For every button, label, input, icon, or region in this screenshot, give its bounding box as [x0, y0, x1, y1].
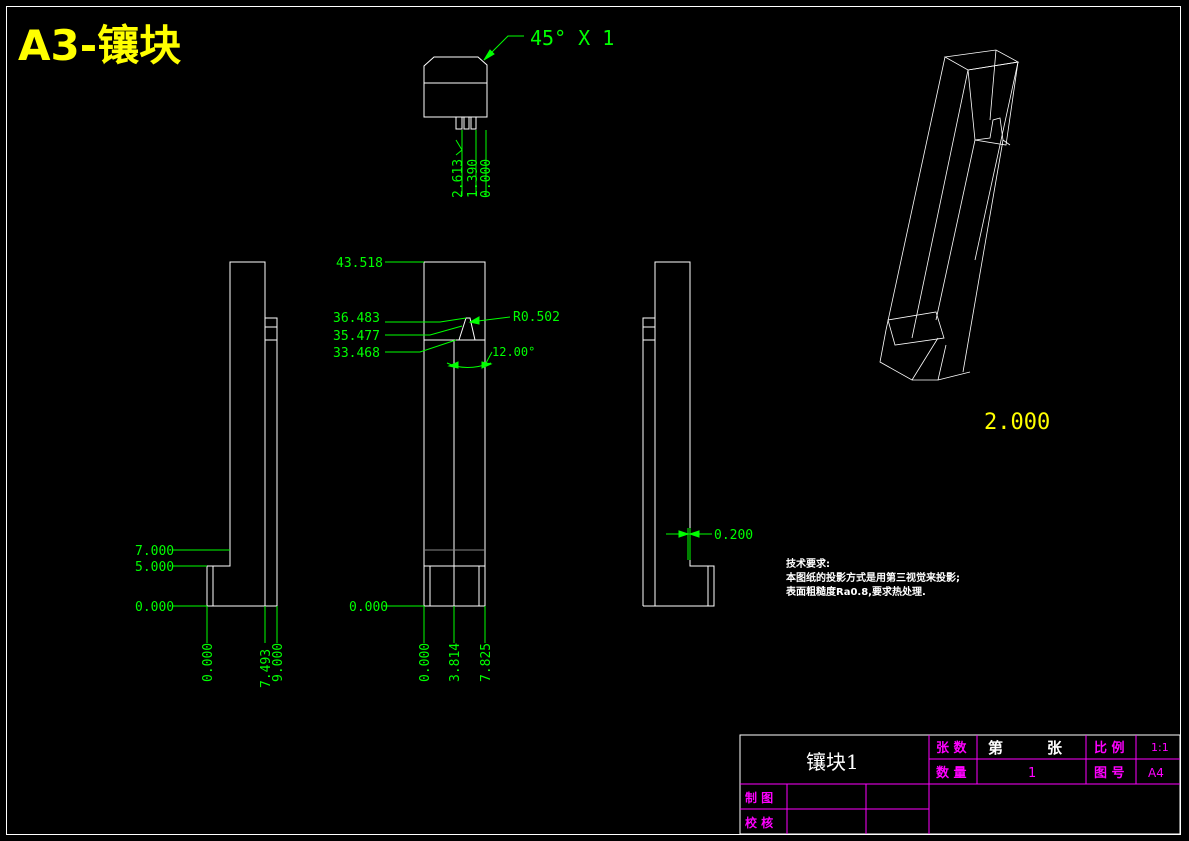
- left-dim-y-2: 5.000: [135, 560, 174, 575]
- tb-qty-value: 1: [1028, 766, 1036, 781]
- left-dim-y-3: 0.000: [135, 600, 174, 615]
- tb-drawing-no-label: 图 号: [1094, 766, 1125, 781]
- front-dim-x-1: 0.000: [418, 643, 433, 682]
- front-view-dimensions: [385, 261, 511, 643]
- iso-foot-edge-2: [911, 337, 939, 381]
- tb-scale-value: 1:1: [1151, 741, 1169, 754]
- tb-sheets-label: 张 数: [936, 740, 968, 756]
- front-dim-ext-33: [385, 339, 457, 353]
- top-view-outline: [423, 56, 488, 118]
- title-block: [739, 734, 1181, 835]
- top-dim-2: 1.390: [466, 159, 481, 198]
- front-dim-y-1: 43.518: [336, 256, 383, 271]
- front-dim-ext-35: [385, 325, 463, 336]
- iso-ridge: [974, 117, 1011, 146]
- top-dim-3: 0.000: [479, 159, 494, 198]
- left-view: [206, 261, 278, 607]
- iso-edge-1: [885, 56, 946, 331]
- chamfer-arrow: [483, 49, 495, 61]
- left-dim-x-3: 9.000: [271, 643, 286, 682]
- left-view-notch: [264, 317, 278, 341]
- tb-scale-label: 比 例: [1094, 740, 1125, 756]
- tb-drawn-label: 制 图: [745, 790, 773, 805]
- front-view-tip: [458, 317, 476, 341]
- iso-scale-label: 2.000: [984, 410, 1050, 435]
- left-dim-x-2: 7.493: [259, 649, 274, 688]
- tb-sheet-no-suffix: 张: [1047, 739, 1063, 757]
- left-view-outline: [206, 261, 266, 607]
- tb-part-name: 镶块1: [806, 750, 859, 774]
- right-view-dimensions: [666, 528, 712, 560]
- iso-edge-3: [974, 61, 1019, 261]
- iso-edge-2: [911, 69, 969, 339]
- tb-qty-label: 数 量: [936, 765, 967, 781]
- front-dim-x-3: 7.825: [479, 643, 494, 682]
- iso-edge-4: [989, 49, 997, 121]
- iso-foot: [887, 311, 945, 346]
- drawing-border: [6, 6, 1181, 835]
- left-view-dimensions: [172, 549, 278, 643]
- front-dim-y-2: 36.483: [333, 311, 380, 326]
- page-title: A3-镶块: [18, 21, 181, 70]
- notes-line-1: 本图纸的投影方式是用第三视觉来投影;: [786, 571, 960, 584]
- top-dim-leader: [455, 139, 463, 156]
- iso-foot-bottom: [879, 329, 947, 381]
- iso-ridge-edge: [962, 139, 1004, 373]
- left-dim-y-1: 7.000: [135, 544, 174, 559]
- iso-top-face: [943, 49, 1020, 71]
- radius-arrow: [468, 316, 480, 325]
- angle-arrow-left: [447, 361, 459, 369]
- tb-drawing-no-value: A4: [1148, 766, 1164, 780]
- isometric-view: [879, 49, 1020, 381]
- top-view-pin-2: [463, 116, 470, 130]
- top-view-pin-1: [455, 116, 463, 130]
- top-dim-1: 2.613: [451, 159, 466, 198]
- left-dim-x-1: 0.000: [201, 643, 216, 682]
- right-dim-arrow-2: [688, 530, 700, 538]
- iso-foot-edge: [937, 371, 971, 381]
- tb-checked-label: 校 核: [745, 815, 773, 830]
- top-view-pin-3: [470, 116, 477, 130]
- front-dim-x-2: 3.814: [448, 643, 463, 682]
- right-view: [642, 261, 715, 607]
- front-dim-y-5: 0.000: [349, 600, 388, 615]
- front-view: [423, 261, 486, 607]
- right-view-outline: [654, 261, 715, 607]
- angle-arrow-right: [481, 361, 493, 369]
- iso-front-face: [967, 61, 1019, 146]
- angle-label: 12.00°: [492, 345, 535, 359]
- front-dim-ext-36: [385, 317, 467, 323]
- right-view-notch: [642, 317, 656, 341]
- radius-label: R0.502: [513, 310, 560, 325]
- front-dim-y-3: 35.477: [333, 329, 380, 344]
- top-view-dimensions: [455, 35, 524, 196]
- chamfer-label: 45° X 1: [530, 26, 614, 50]
- iso-ridge-edge-2: [935, 139, 976, 321]
- right-dim-arrow-1: [678, 530, 690, 538]
- front-dim-y-4: 33.468: [333, 346, 380, 361]
- notes-heading: 技术要求:: [786, 557, 830, 570]
- notes-line-2: 表面粗糙度Ra0.8,要求热处理.: [785, 585, 926, 598]
- tb-sheet-no-prefix: 第: [988, 739, 1003, 757]
- right-dim-label: 0.200: [714, 528, 753, 543]
- angle-leader: [485, 351, 493, 364]
- top-view: [423, 56, 488, 130]
